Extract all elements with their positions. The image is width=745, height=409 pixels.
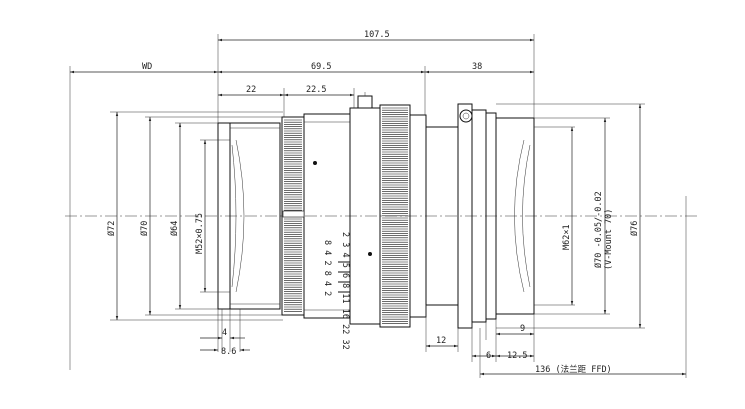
index-dot-icon <box>313 161 317 165</box>
aperture-scale-label: 2 3 4 5 6 8 11 16 22 32 <box>340 232 350 350</box>
aperture-dot-icon <box>368 252 372 256</box>
extension-lines <box>69 34 687 378</box>
dim-overall-length: 107.5 <box>364 30 390 40</box>
dim-rear-thread: M62×1 <box>562 224 572 250</box>
dim-dia-72: Ø72 <box>106 221 117 236</box>
dim-rear-12: 12 <box>436 336 446 346</box>
dim-wd: WD <box>142 62 152 72</box>
dimension-lines <box>70 38 686 376</box>
dim-body-length: 69.5 <box>311 62 331 72</box>
dim-dia-70: Ø70 <box>139 221 150 236</box>
dim-v-mount: (V-Mount 70) <box>604 209 614 270</box>
dim-rear-9: 9 <box>520 324 525 334</box>
focus-scale-label: 8 4 2 8 4 2 <box>322 240 332 296</box>
dim-filter-thread: M52×0.75 <box>195 213 205 254</box>
dim-dia-76: Ø76 <box>629 221 640 236</box>
dimension-labels: 107.5 WD 69.5 38 22 22.5 Ø72 Ø70 Ø64 M52… <box>106 30 640 375</box>
dim-rear-6: 6 <box>486 351 491 361</box>
aperture-knurl <box>382 107 408 324</box>
dim-rear-12-5: 12.5 <box>507 351 527 361</box>
dim-ffd: 136 (法兰距 FFD) <box>535 364 612 375</box>
dim-front-4: 4 <box>222 328 227 338</box>
dim-front-seg-2: 22.5 <box>306 85 326 95</box>
dim-dia-64: Ø64 <box>169 221 180 236</box>
dim-front-8-6: 8.6 <box>221 347 236 357</box>
dim-front-seg-1: 22 <box>246 85 256 95</box>
dim-rear-length: 38 <box>472 62 482 72</box>
focus-knurl <box>284 119 302 312</box>
lens-body: 8 4 2 8 4 2 2 3 4 5 6 8 11 16 22 32 <box>217 92 535 350</box>
dim-dia-70-tol: Ø70 -0.05/-0.02 <box>593 191 604 268</box>
